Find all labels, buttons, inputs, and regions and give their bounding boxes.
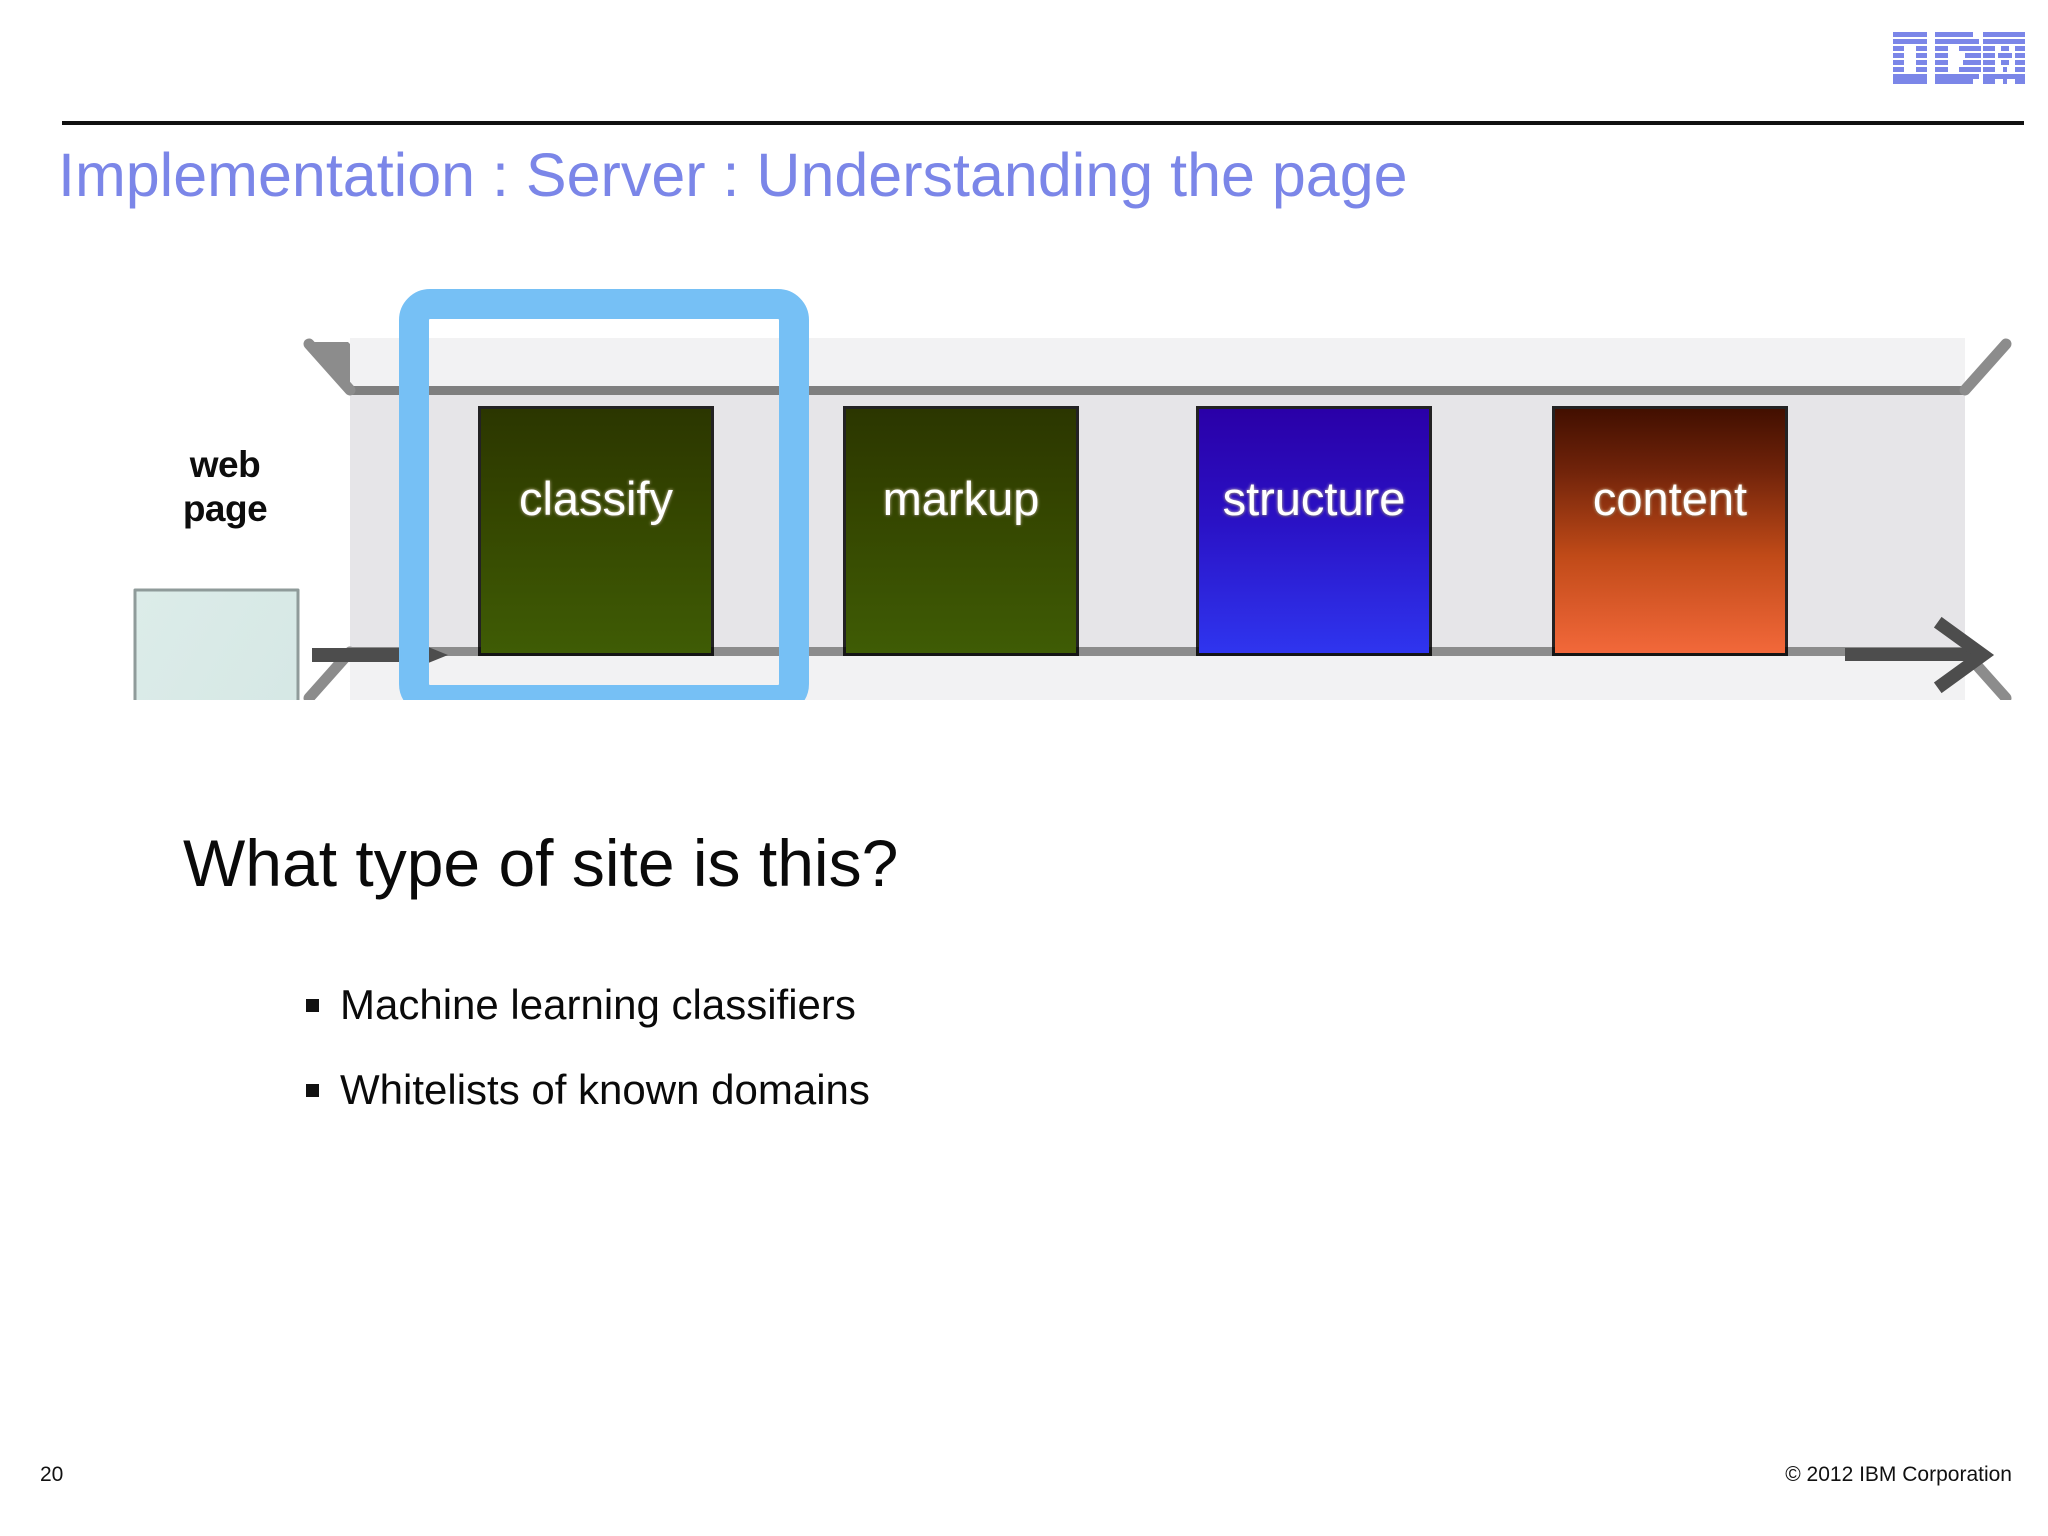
web-page-line2: page — [182, 488, 268, 529]
bullet-text: Whitelists of known domains — [340, 1066, 870, 1113]
list-item: Machine learning classifiers — [300, 980, 1700, 1030]
web-page-label: web page — [150, 443, 300, 531]
classify-highlight-box — [399, 289, 809, 700]
header-divider — [62, 121, 2024, 125]
stage-label-markup: markup — [882, 472, 1040, 525]
stage-box-classify — [478, 406, 714, 656]
pipeline-diagram — [0, 280, 2048, 700]
web-page-line1: web — [189, 444, 261, 485]
page-title: Implementation : Server : Understanding … — [58, 141, 1408, 209]
copyright-notice: © 2012 IBM Corporation — [1785, 1463, 2012, 1486]
bullet-square-icon — [306, 1084, 319, 1097]
ibm-logo — [1893, 32, 2025, 84]
stage-label-content: content — [1592, 472, 1748, 525]
bullet-square-icon — [306, 999, 319, 1012]
stage-box-content — [1552, 406, 1788, 656]
bullet-list: Machine learning classifiers Whitelists … — [300, 980, 1700, 1150]
web-page-document — [133, 588, 300, 700]
stage-box-structure — [1196, 406, 1432, 656]
arrow-out-of-pipeline — [1845, 616, 1995, 694]
page-number: 20 — [40, 1463, 64, 1486]
bullet-text: Machine learning classifiers — [340, 981, 856, 1028]
stage-label-structure: structure — [1222, 472, 1406, 525]
stage-label-classify: classify — [518, 472, 674, 525]
body-heading: What type of site is this? — [183, 826, 899, 900]
list-item: Whitelists of known domains — [300, 1065, 1700, 1115]
stage-box-markup — [843, 406, 1079, 656]
